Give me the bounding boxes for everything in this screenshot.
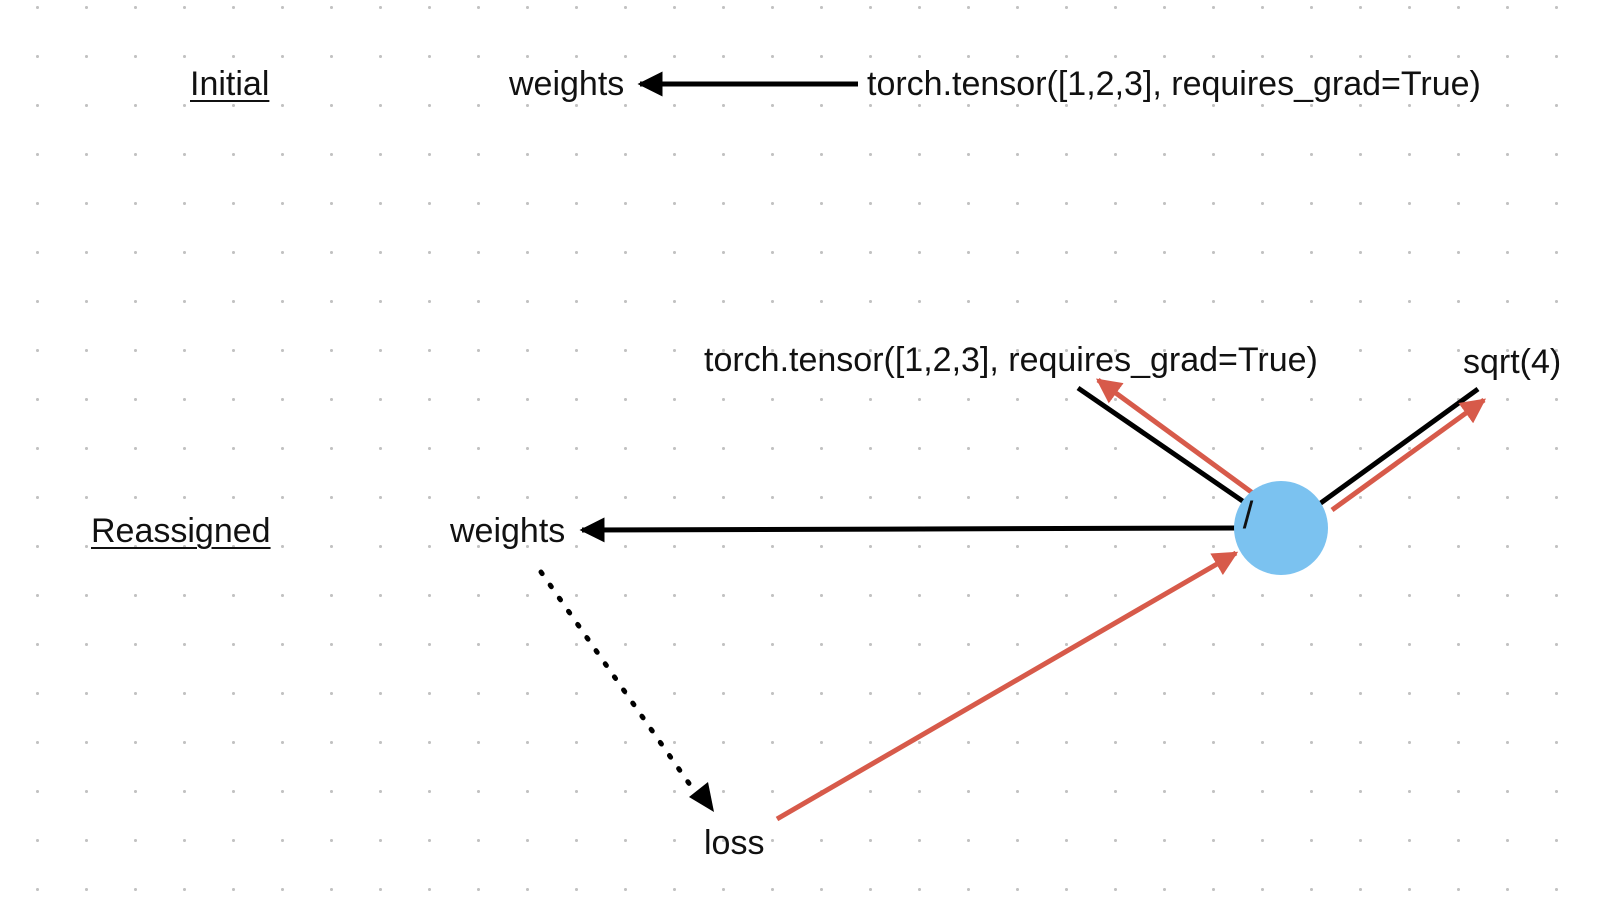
sqrt-to-division-edge xyxy=(1316,386,1480,508)
reassigned-tensor-label: torch.tensor([1,2,3], requires_grad=True… xyxy=(704,341,1318,379)
tensor-to-division-edge xyxy=(1076,385,1246,505)
initial-weights-label: weights xyxy=(509,65,625,103)
weights-to-loss-dotted-arrow xyxy=(538,569,705,805)
initial-tensor-label: torch.tensor([1,2,3], requires_grad=True… xyxy=(867,65,1481,103)
division-node xyxy=(1234,481,1328,575)
division-operator-label: / xyxy=(1242,495,1254,537)
loss-to-division-arrow xyxy=(775,550,1239,822)
reassigned-section-title: Reassigned xyxy=(91,512,271,550)
weights-to-loss-arrowhead xyxy=(689,782,714,812)
reassigned-weights-label: weights xyxy=(450,512,566,550)
sqrt-label: sqrt(4) xyxy=(1463,343,1562,381)
loss-label: loss xyxy=(704,824,765,862)
initial-section-title: Initial xyxy=(190,65,270,103)
gradient-to-tensor-arrow xyxy=(1095,377,1256,497)
division-to-weights-arrow xyxy=(579,517,1241,543)
gradient-to-sqrt-arrow xyxy=(1330,397,1487,513)
